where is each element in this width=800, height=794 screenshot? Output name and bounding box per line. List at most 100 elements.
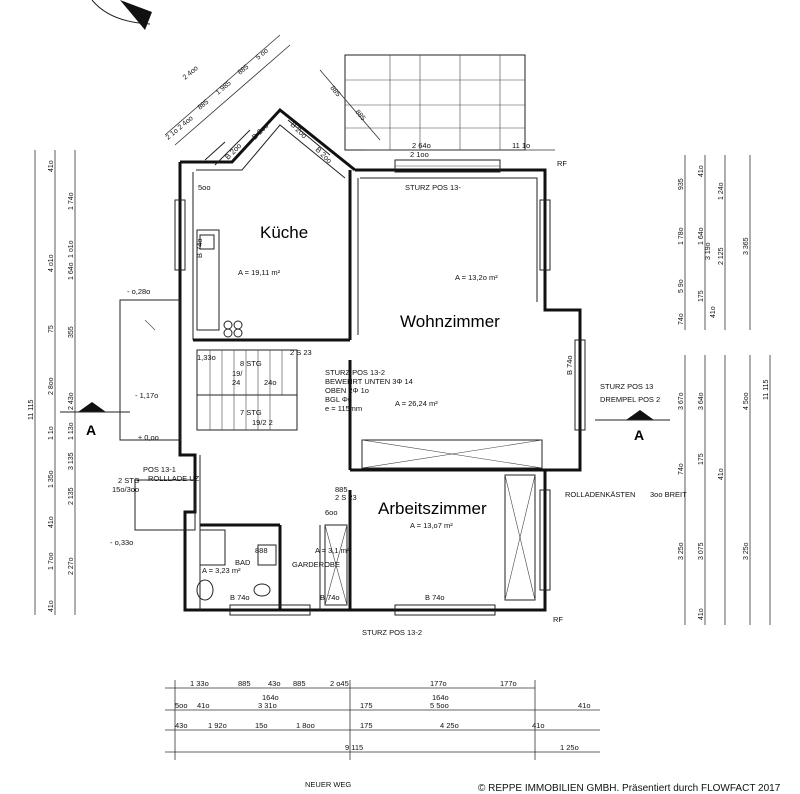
label-8-stg: 8 STG bbox=[240, 359, 262, 368]
label-rf-bottom: RF bbox=[553, 615, 563, 624]
left-dim-8: 1 7oo bbox=[48, 552, 55, 570]
label-2s23: 2 S 23 bbox=[290, 348, 312, 357]
bottom-dim-4250: 4 25o bbox=[440, 721, 459, 730]
right-low-0: 3 67o bbox=[678, 392, 685, 410]
label-drempel: DREMPEL POS 2 bbox=[600, 395, 660, 404]
label-b740-bath: B 74o bbox=[230, 593, 250, 602]
bottom-dim-410c: 41o bbox=[532, 721, 545, 730]
bottom-dim-410a: 41o bbox=[197, 701, 210, 710]
label-885: 885 bbox=[335, 485, 348, 494]
label-rf-top: RF bbox=[557, 159, 567, 168]
cabinets bbox=[324, 439, 543, 606]
bottom-dim-1330: 1 33o bbox=[190, 679, 209, 688]
right-up-10: 41o bbox=[710, 306, 717, 318]
diag-dim-6: 2 4oo bbox=[182, 65, 200, 82]
label-pos13: POS 13-1 bbox=[143, 465, 176, 474]
kitchen-counter bbox=[196, 229, 243, 338]
label-level-280: - o,28o bbox=[127, 287, 150, 296]
left-inner-3: 2 43o bbox=[68, 392, 75, 410]
room-area-bad: A = 3,23 m² bbox=[202, 566, 241, 575]
label-sturz-right: STURZ POS 13 bbox=[600, 382, 653, 391]
room-name-wohnzimmer: Wohnzimmer bbox=[400, 312, 500, 331]
left-dim-1: 1 74o bbox=[68, 192, 75, 210]
right-up-4: 1 78o bbox=[678, 227, 685, 245]
left-inner-1: 1 64o bbox=[68, 262, 75, 280]
label-sturz-center-1: STURZ POS 13-2 bbox=[325, 368, 385, 377]
bath-fixtures bbox=[196, 529, 277, 601]
room-area-kueche: A = 19,11 m² bbox=[238, 268, 281, 277]
right-dimension-columns: 935 41o 1 24o 3 365 1 78o 1 64o 3 19o 2 … bbox=[678, 155, 771, 625]
bottom-dim-410b: 41o bbox=[578, 701, 591, 710]
bottom-dim-175a: 175 bbox=[360, 701, 373, 710]
label-888: 888 bbox=[255, 546, 268, 555]
bottom-dim-9115: 9 115 bbox=[345, 743, 363, 752]
staircase bbox=[196, 349, 298, 431]
label-stair-24b: 24o bbox=[264, 378, 277, 387]
label-b740-w: B 74o bbox=[565, 355, 574, 375]
bottom-dimension-rows: 1 33o 885 43o 885 2 o45 177o 177o 164o 1… bbox=[165, 679, 600, 760]
bottom-dim-1800: 1 8oo bbox=[296, 721, 315, 730]
room-area-arbeitszimmer: A = 13,o7 m² bbox=[410, 521, 453, 530]
label-stair-19b: 19/2 2 bbox=[252, 418, 273, 427]
left-inner-0: 1 o1o bbox=[68, 240, 75, 258]
bottom-dim-500: 5oo bbox=[175, 701, 188, 710]
diag-dim-1: 2 4oo bbox=[177, 115, 195, 132]
label-rollladen: ROLLADENKÄSTEN bbox=[565, 490, 635, 499]
bottom-dim-885a: 885 bbox=[238, 679, 251, 688]
bottom-dim-1770a: 177o bbox=[430, 679, 447, 688]
bottom-dim-5500: 5 5oo bbox=[430, 701, 449, 710]
label-stair-24: 24 bbox=[232, 378, 240, 387]
room-area-wohnzimmer-lower: A = 26,24 m² bbox=[395, 399, 438, 408]
diag-dim-3: 1 985 bbox=[215, 80, 233, 97]
diagonal-dimensions: 2 4oo 885 1 985 885 5 oo 2 4oo 885 885 2… bbox=[164, 34, 381, 146]
left-dim-5: 1 1o bbox=[48, 426, 55, 440]
label-sturz-bottom: STURZ POS 13-2 bbox=[362, 628, 422, 637]
label-breit: 3oo BREIT bbox=[650, 490, 687, 499]
right-up-11: 74o bbox=[678, 313, 685, 325]
right-low-3: 11 115 bbox=[763, 380, 770, 400]
right-up-8: 5 9o bbox=[678, 279, 685, 293]
interior-walls bbox=[193, 170, 580, 610]
right-low-10: 41o bbox=[698, 608, 705, 620]
label-level-1330: 1,33o bbox=[197, 353, 216, 362]
diag-dim-9: 2 1o bbox=[165, 127, 180, 141]
label-2-stg: 2 STG bbox=[118, 476, 140, 485]
label-2100: 2 1oo bbox=[410, 150, 429, 159]
label-2s23b: 2 S 23 bbox=[335, 493, 357, 502]
left-dimension-columns: 11 115 41o 4 o1o 75 2 8oo 1 1o 1 35o 41o… bbox=[28, 150, 76, 615]
bottom-dim-150: 15o bbox=[255, 721, 268, 730]
left-dim-6: 1 35o bbox=[48, 470, 55, 488]
room-name-garderobe: GARDEROBE bbox=[292, 560, 340, 569]
left-inner-9: 2 27o bbox=[68, 557, 75, 575]
windows bbox=[174, 159, 586, 616]
label-600: 6oo bbox=[325, 508, 338, 517]
bottom-dim-430b: 43o bbox=[175, 721, 188, 730]
right-low-4: 74o bbox=[678, 463, 685, 475]
label-sturz-top: STURZ POS 13- bbox=[405, 183, 461, 192]
bottom-dim-1640b: 164o bbox=[432, 693, 449, 702]
left-inner-5: 1 13o bbox=[68, 422, 75, 440]
diag-dim-2: 885 bbox=[197, 99, 211, 112]
label-sturz-center-3: OBEN 2Φ 1o bbox=[325, 386, 369, 395]
top-dim-1: 2 64o bbox=[412, 141, 431, 150]
label-b740-gard: B 74o bbox=[320, 593, 340, 602]
right-up-3: 3 365 bbox=[743, 237, 750, 255]
room-area-wohnzimmer-upper: A = 13,2o m² bbox=[455, 273, 498, 282]
diag-dim-8: 885 bbox=[353, 109, 366, 123]
bottom-dim-2045: 2 o45 bbox=[330, 679, 349, 688]
section-marker-right: A bbox=[595, 410, 670, 443]
right-low-5: 175 bbox=[698, 453, 705, 465]
left-total: 11 115 bbox=[28, 400, 35, 420]
bottom-dim-430: 43o bbox=[268, 679, 281, 688]
left-dim-7: 41o bbox=[48, 516, 55, 528]
balcony-grid bbox=[344, 54, 526, 151]
label-level-0: ± 0,oo bbox=[138, 433, 159, 442]
right-up-6: 3 19o bbox=[705, 242, 712, 260]
diag-dim-4: 885 bbox=[237, 64, 251, 77]
bottom-dim-175b: 175 bbox=[360, 721, 373, 730]
right-up-9: 175 bbox=[698, 290, 705, 302]
bottom-dim-3310: 3 31o bbox=[258, 701, 277, 710]
label-7-stg: 7 STG bbox=[240, 408, 262, 417]
top-dim-3: 11 1o bbox=[512, 141, 530, 150]
